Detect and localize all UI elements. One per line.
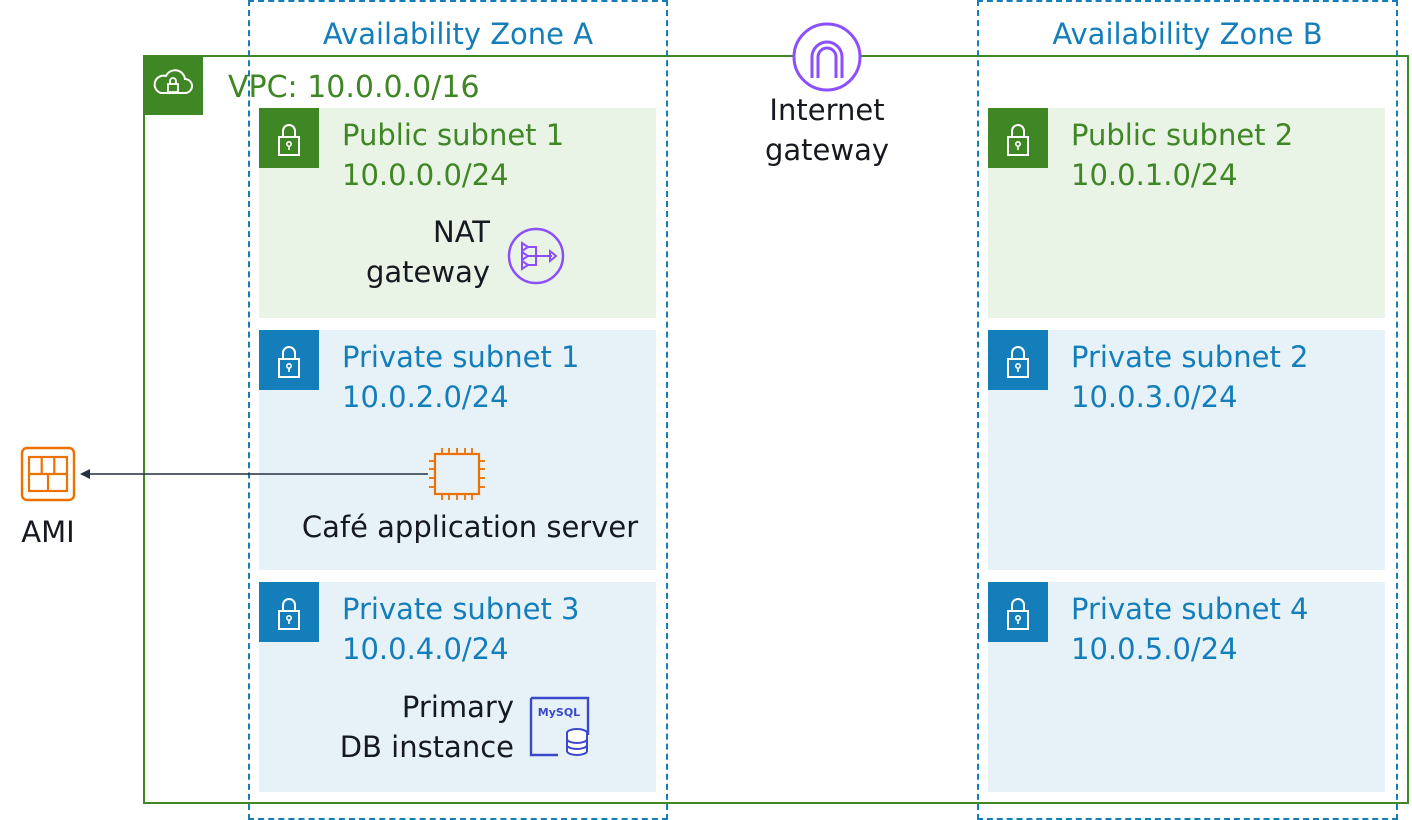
db-instance-label: Primary DB instance xyxy=(339,690,514,764)
subnet-name: Private subnet 3 xyxy=(342,592,580,626)
ami-icon xyxy=(20,446,76,502)
public-subnet-2-lock-icon xyxy=(988,108,1048,168)
rds-mysql-icon: MySQL xyxy=(528,695,592,759)
public-subnet-1-lock-icon xyxy=(259,108,319,168)
ami-connector-arrow xyxy=(80,469,428,479)
app-server-label: Café application server xyxy=(301,510,639,544)
nat-gateway-icon xyxy=(506,226,566,286)
public-subnet-2-title: Public subnet 2 10.0.1.0/24 xyxy=(1071,115,1293,195)
vpc-cloud-lock-icon xyxy=(143,55,203,115)
vpc-container xyxy=(143,55,1409,804)
subnet-cidr: 10.0.1.0/24 xyxy=(1071,158,1238,192)
private-subnet-2 xyxy=(988,330,1385,570)
private-subnet-3-lock-icon xyxy=(259,582,319,642)
availability-zone-b xyxy=(977,0,1398,820)
subnet-cidr: 10.0.3.0/24 xyxy=(1071,380,1238,414)
subnet-name: Public subnet 2 xyxy=(1071,118,1294,152)
subnet-cidr: 10.0.0.0/24 xyxy=(342,158,509,192)
private-subnet-3-title: Private subnet 3 10.0.4.0/24 xyxy=(342,589,579,669)
subnet-name: Public subnet 1 xyxy=(342,118,565,152)
public-subnet-1-title: Public subnet 1 10.0.0.0/24 xyxy=(342,115,564,195)
subnet-cidr: 10.0.2.0/24 xyxy=(342,380,509,414)
public-subnet-1 xyxy=(259,108,656,318)
subnet-name: Private subnet 4 xyxy=(1071,592,1309,626)
internet-gateway-icon xyxy=(790,22,864,92)
private-subnet-3 xyxy=(259,582,656,792)
availability-zone-a-label: Availability Zone A xyxy=(322,17,594,51)
ami-label: AMI xyxy=(21,515,75,549)
mysql-icon-text: MySQL xyxy=(538,706,580,719)
private-subnet-2-title: Private subnet 2 10.0.3.0/24 xyxy=(1071,337,1308,417)
private-subnet-4-title: Private subnet 4 10.0.5.0/24 xyxy=(1071,589,1308,669)
nat-gateway-label: NAT gateway xyxy=(365,215,490,289)
subnet-name: Private subnet 2 xyxy=(1071,340,1309,374)
availability-zone-b-label: Availability Zone B xyxy=(1052,17,1323,51)
availability-zone-a xyxy=(248,0,668,820)
vpc-label: VPC: 10.0.0.0/16 xyxy=(228,70,480,105)
private-subnet-1-title: Private subnet 1 10.0.2.0/24 xyxy=(342,337,579,417)
public-subnet-2 xyxy=(988,108,1385,318)
internet-gateway-label: Internet gateway xyxy=(764,93,890,167)
subnet-name: Private subnet 1 xyxy=(342,340,580,374)
private-subnet-1-lock-icon xyxy=(259,330,319,390)
private-subnet-4 xyxy=(988,582,1385,792)
subnet-cidr: 10.0.4.0/24 xyxy=(342,632,509,666)
subnet-cidr: 10.0.5.0/24 xyxy=(1071,632,1238,666)
private-subnet-2-lock-icon xyxy=(988,330,1048,390)
ec2-instance-icon xyxy=(426,446,488,502)
private-subnet-4-lock-icon xyxy=(988,582,1048,642)
